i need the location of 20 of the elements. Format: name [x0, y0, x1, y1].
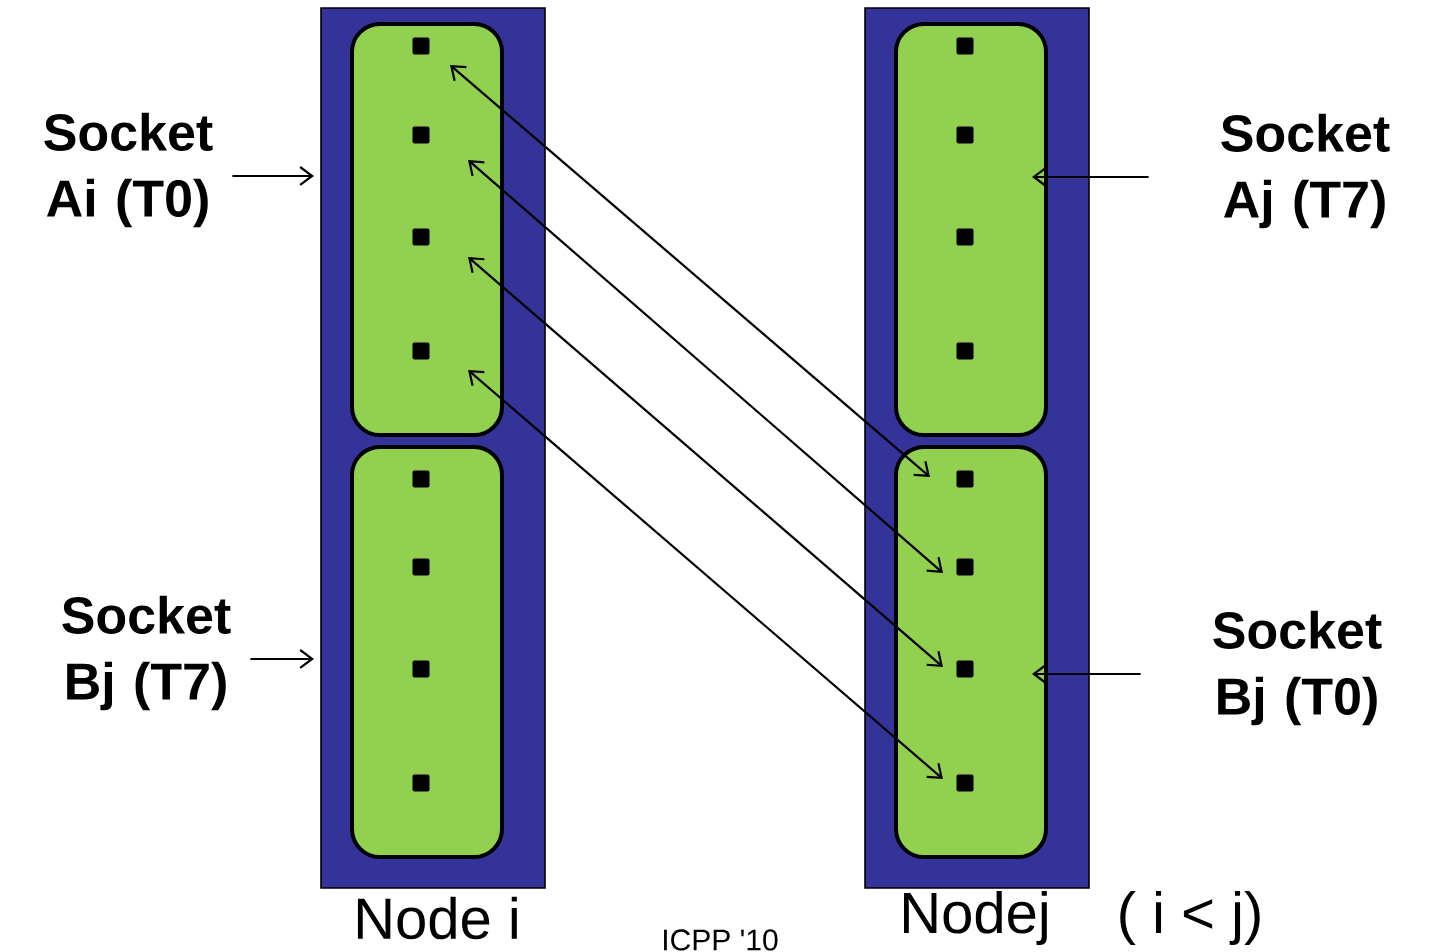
- socket-box: [350, 445, 504, 859]
- socket-box: [894, 22, 1048, 437]
- node-label: Node i: [357, 896, 517, 940]
- socket-box: [350, 22, 504, 437]
- arrow: [468, 370, 943, 779]
- arrow: [232, 166, 314, 186]
- arrow: [1032, 167, 1149, 187]
- note-text: ( i < j): [1120, 890, 1260, 946]
- arrow: [450, 65, 930, 477]
- node-label: Nodej: [904, 890, 1047, 946]
- arrow: [250, 649, 314, 669]
- note-text: ICPP '10: [664, 929, 778, 951]
- socket-label: Socket Bj (T0): [1213, 610, 1382, 726]
- arrow: [468, 160, 943, 573]
- arrow: [1032, 664, 1141, 684]
- socket-label: Socket Bj (T7): [62, 595, 231, 711]
- socket-box: [894, 445, 1048, 859]
- socket-label: Socket Aj (T7): [1221, 113, 1390, 229]
- arrow: [468, 257, 943, 667]
- socket-label: Socket Ai (T0): [44, 112, 213, 228]
